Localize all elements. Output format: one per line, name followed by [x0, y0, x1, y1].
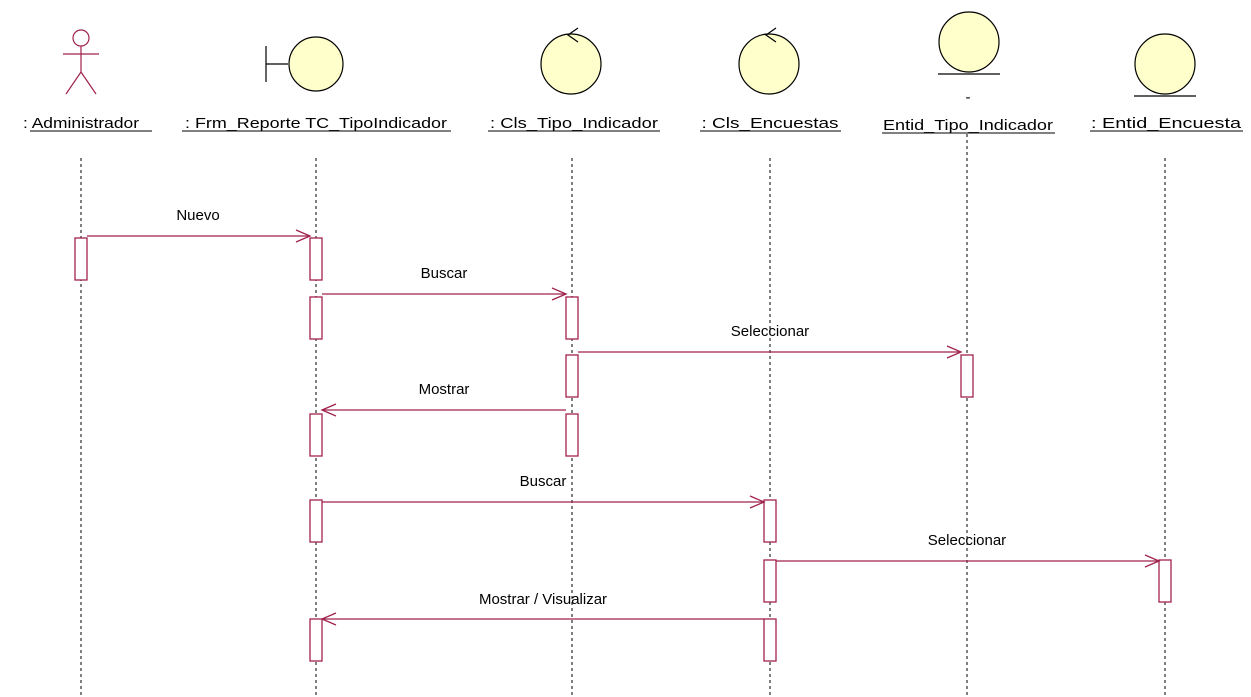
activation-bar — [565, 354, 579, 398]
actor-icon — [63, 29, 99, 95]
entity-icon — [938, 11, 1000, 75]
message-label: Mostrar / Visualizar — [479, 591, 607, 608]
participant-label-administrador: : Administrador — [23, 115, 139, 132]
message-label: Nuevo — [176, 207, 219, 224]
message-label: Mostrar — [419, 381, 470, 398]
activation-bar — [309, 296, 323, 340]
message-buscar-tipo-indicador: Buscar — [322, 265, 568, 301]
activation-bar — [1158, 559, 1172, 603]
lifelines — [80, 134, 1166, 697]
message-label: Seleccionar — [731, 323, 809, 340]
message-seleccionar-tipo-indicador: Seleccionar — [578, 323, 963, 359]
message-nuevo: Nuevo — [87, 207, 312, 243]
message-label: Buscar — [520, 473, 567, 490]
message-label: Buscar — [421, 265, 468, 282]
control-icon — [738, 27, 800, 95]
control-icon — [540, 27, 602, 95]
message-mostrar: Mostrar — [320, 381, 566, 417]
entity-icon — [1134, 33, 1196, 97]
message-mostrar-visualizar: Mostrar / Visualizar — [320, 591, 764, 626]
activation-bar — [763, 559, 777, 603]
activation-bar — [763, 618, 777, 662]
message-seleccionar-encuesta: Seleccionar — [776, 532, 1161, 568]
activation-bar — [309, 618, 323, 662]
participant-label-cls-encuestas: : Cls_Encuestas — [702, 115, 839, 132]
activation-bar — [309, 237, 323, 281]
boundary-icon — [265, 36, 344, 92]
participant-label-cls-tipo-indicador: : Cls_Tipo_Indicador — [490, 115, 658, 132]
activation-bar — [960, 354, 974, 398]
message-buscar-encuestas: Buscar — [322, 473, 766, 509]
participant-label-frm-reporte: : Frm_Reporte TC_TipoIndicador — [185, 115, 447, 132]
activation-bar — [763, 499, 777, 543]
participant-label-entid-tipo-indicador: Entid_Tipo_Indicador — [883, 117, 1053, 134]
activation-bar — [565, 413, 579, 457]
activation-bar — [565, 296, 579, 340]
activation-bar — [309, 413, 323, 457]
participant-mark-entid-tipo-indicador: - — [966, 89, 971, 106]
activation-bars — [74, 237, 1172, 662]
message-label: Seleccionar — [928, 532, 1006, 549]
activation-bar — [74, 237, 88, 281]
participant-labels: : Administrador : Frm_Reporte TC_TipoInd… — [23, 89, 1243, 134]
participant-label-entid-encuesta: : Entid_Encuesta — [1091, 115, 1242, 132]
activation-bar — [309, 499, 323, 543]
